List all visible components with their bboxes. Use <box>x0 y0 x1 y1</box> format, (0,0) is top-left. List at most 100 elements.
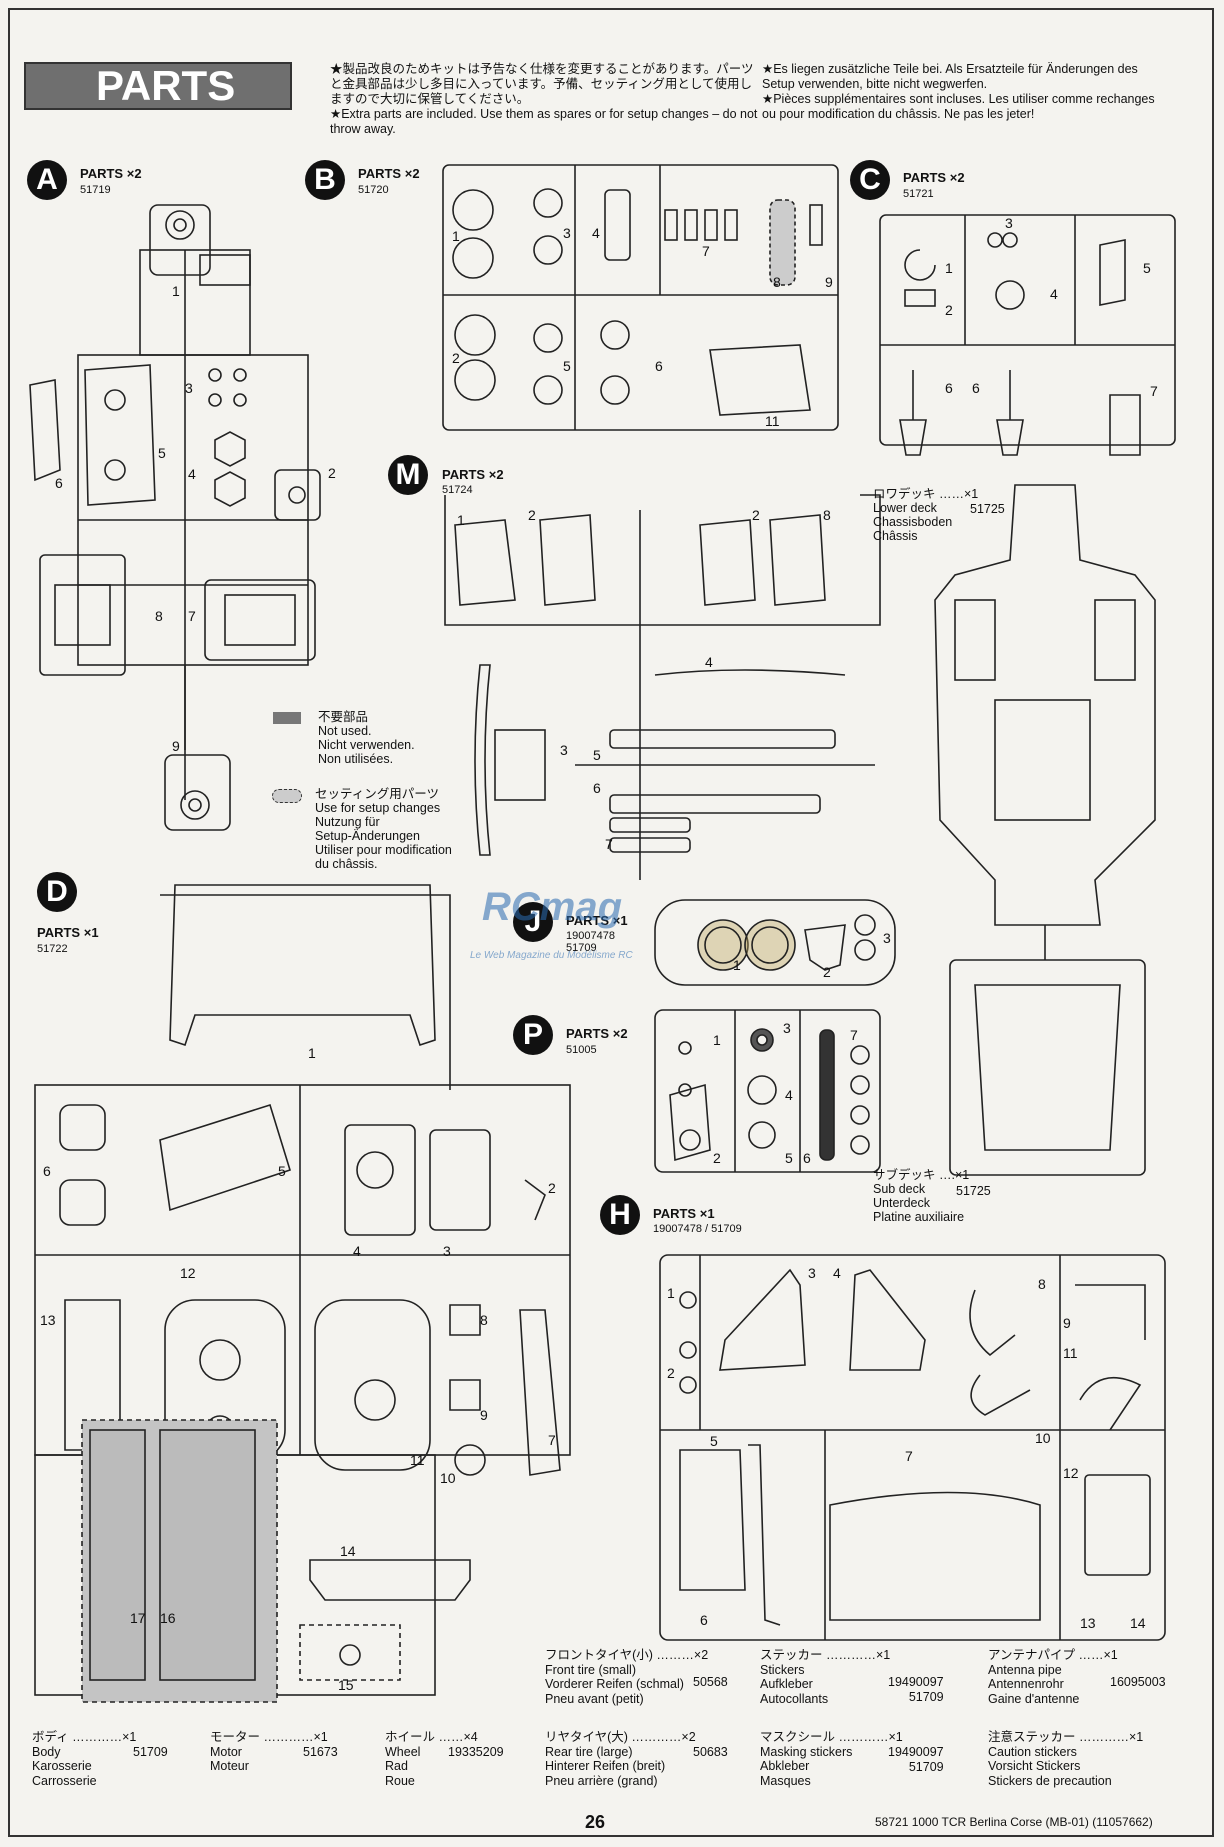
part-number: 17 <box>130 1610 146 1626</box>
accessory-item: ステッカー …………×1 Stickers Aufkleber Autocoll… <box>760 1648 950 1706</box>
part-number: 1 <box>713 1032 721 1048</box>
accessory-item: アンテナパイプ ……×1 Antenna pipe Antennenrohr G… <box>988 1648 1168 1706</box>
legend-line: Setup-Änderungen <box>315 829 420 843</box>
tree-m-parts <box>454 514 846 856</box>
legend-line: Not used. <box>318 724 372 738</box>
accessory-item: ホイール ……×4 Wheel Rad Roue <box>385 1730 535 1788</box>
accessory-line: Caution stickers <box>988 1744 1077 1759</box>
tree-a-label-text: PARTS <box>80 166 124 181</box>
part-number: 2 <box>328 465 336 481</box>
tree-c-label-text: PARTS <box>903 170 947 185</box>
tree-c-code: 51721 <box>903 188 934 200</box>
notes-fr: ★Pièces supplémentaires sont incluses. L… <box>762 92 1155 121</box>
legend-line: Nutzung für <box>315 815 380 829</box>
part-number: 4 <box>833 1265 841 1281</box>
part-number: 11 <box>410 1452 425 1468</box>
tree-c-badge: C <box>850 160 890 200</box>
part-number: 7 <box>702 243 710 259</box>
watermark-logo: RCmag <box>482 885 623 929</box>
lower-deck-code: 51725 <box>970 502 1005 516</box>
accessory-line: Pneu avant (petit) <box>545 1691 644 1706</box>
tree-b-qty: ×2 <box>404 166 420 181</box>
part-number: 6 <box>972 380 980 396</box>
part-number: 16 <box>160 1610 176 1626</box>
part-number: 2 <box>452 350 460 366</box>
part-number: 8 <box>823 507 831 523</box>
tree-c-label: PARTS ×2 <box>903 170 965 185</box>
sub-deck-outline <box>949 925 1146 1176</box>
tree-p-code: 51005 <box>566 1044 597 1056</box>
part-number: 12 <box>180 1265 196 1281</box>
tree-p-parts <box>669 1028 870 1162</box>
watermark-tagline: Le Web Magazine du Modélisme RC <box>470 950 633 961</box>
accessory-line: Antenna pipe <box>988 1662 1062 1677</box>
part-number: 7 <box>905 1448 913 1464</box>
accessory-line: Autocollants <box>760 1691 829 1706</box>
tree-m-code: 51724 <box>442 484 473 496</box>
legend-line: セッティング用パーツ <box>315 787 440 801</box>
notes-left: ★製品改良のためキットは予告なく仕様を変更することがあります。パーツと金具部品は… <box>330 62 760 137</box>
part-number: 11 <box>1063 1345 1078 1361</box>
accessory-line: Antennenrohr <box>988 1677 1064 1691</box>
sub-deck-label: サブデッキ ….×1 Sub deck Unterdeck Platine au… <box>873 1168 969 1224</box>
part-number: 1 <box>945 260 953 276</box>
part-number: 8 <box>480 1312 488 1328</box>
part-number: 12 <box>1063 1465 1079 1481</box>
accessory-line: Motor <box>210 1744 242 1759</box>
tree-h-badge: H <box>600 1195 640 1235</box>
tree-b-code: 51720 <box>358 184 389 196</box>
part-number: 5 <box>1143 260 1151 276</box>
accessory-line: Rad <box>385 1759 408 1773</box>
tree-d-parts <box>59 884 561 1703</box>
tree-b-parts <box>452 188 823 416</box>
tree-m-qty: ×2 <box>488 467 504 482</box>
lower-deck-label: ロワデッキ ……×1 Lower deck Chassisboden Châss… <box>873 487 978 543</box>
sub-deck-code: 51725 <box>956 1184 991 1198</box>
legend-line: Use for setup changes <box>315 801 441 815</box>
part-number: 1 <box>172 283 180 299</box>
tree-p-badge: P <box>513 1015 553 1055</box>
part-number: 5 <box>278 1163 286 1179</box>
accessory-ja: ホイール ……×4 <box>385 1730 478 1744</box>
part-number: 14 <box>1130 1615 1146 1631</box>
legend-line: Nicht verwenden. <box>318 738 415 752</box>
part-number: 1 <box>733 957 741 973</box>
legend-line: 不要部品 <box>318 710 369 724</box>
part-number: 1 <box>452 228 460 244</box>
tree-h-qty: ×1 <box>699 1206 715 1221</box>
accessory-line: Carrosserie <box>32 1773 97 1788</box>
legend-line: du châssis. <box>315 857 378 871</box>
page-title: PARTS <box>24 62 292 110</box>
tree-j-badge: J <box>513 902 553 942</box>
tree-b-label-text: PARTS <box>358 166 402 181</box>
accessory-ja: リヤタイヤ(大) …………×2 <box>545 1730 696 1744</box>
tree-a-label: PARTS ×2 <box>80 166 142 181</box>
accessory-ja: アンテナパイプ ……×1 <box>988 1648 1118 1662</box>
accessory-line: Abkleber <box>760 1759 810 1773</box>
legend-line: Utiliser pour modification <box>315 843 452 857</box>
tree-j-code: 19007478 51709 <box>566 930 615 954</box>
part-number: 9 <box>825 274 833 290</box>
accessory-ja: マスクシール …………×1 <box>760 1730 903 1744</box>
lower-deck-de: Chassisboden <box>873 515 953 529</box>
part-number: 10 <box>1035 1430 1051 1446</box>
tree-h-label: PARTS ×1 <box>653 1206 715 1221</box>
part-number: 7 <box>188 608 196 624</box>
accessory-line: Body <box>32 1744 61 1759</box>
part-number: 9 <box>1063 1315 1071 1331</box>
accessory-item: 注意ステッカー …………×1 Caution stickers Vorsicht… <box>988 1730 1178 1788</box>
accessory-line: Karosserie <box>32 1759 92 1773</box>
part-number: 3 <box>185 380 193 396</box>
part-number: 7 <box>548 1432 556 1448</box>
accessory-item: モーター …………×1 Motor Moteur <box>210 1730 350 1774</box>
accessory-line: Masking stickers <box>760 1744 853 1759</box>
accessory-code: 51709 <box>133 1745 168 1759</box>
part-number: 8 <box>773 274 781 290</box>
accessory-code: 51673 <box>303 1745 338 1759</box>
tree-d-badge: D <box>37 872 77 912</box>
part-number: 6 <box>700 1612 708 1628</box>
part-number: 1 <box>308 1045 316 1061</box>
accessory-line: Stickers <box>760 1662 805 1677</box>
tree-h-parts <box>679 1268 1151 1626</box>
